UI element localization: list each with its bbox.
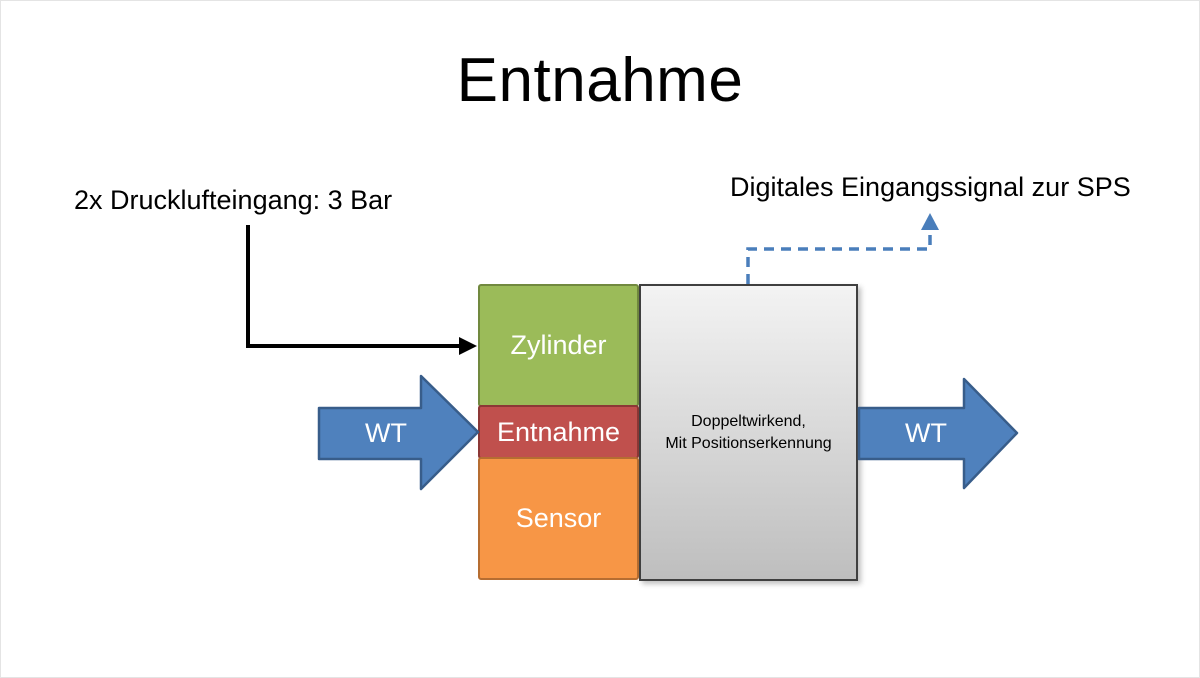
entnahme-block: Entnahme [478, 405, 639, 459]
actuator-label-line1: Doppeltwirkend, [691, 412, 806, 430]
actuator-label: Doppeltwirkend, Mit Positionserkennung [665, 411, 831, 454]
pressure-arrow [246, 225, 477, 355]
sensor-block-label: Sensor [515, 503, 602, 533]
signal-dashed-arrow [746, 213, 939, 284]
pressure-input-label: 2x Drucklufteingang: 3 Bar [74, 185, 393, 215]
zylinder-block-label: Zylinder [510, 330, 607, 360]
sensor-block: Sensor [478, 457, 639, 580]
zylinder-block: Zylinder [478, 284, 639, 407]
actuator-block: Doppeltwirkend, Mit Positionserkennung [639, 284, 858, 581]
wt-in-label: WT [365, 418, 407, 448]
slide-title: Entnahme [456, 46, 744, 115]
entnahme-block-label: Entnahme [496, 416, 621, 447]
wt-out-label: WT [905, 418, 947, 448]
actuator-label-line2: Mit Positionserkennung [665, 434, 832, 452]
sps-signal-label: Digitales Eingangssignal zur SPS [730, 172, 1131, 202]
